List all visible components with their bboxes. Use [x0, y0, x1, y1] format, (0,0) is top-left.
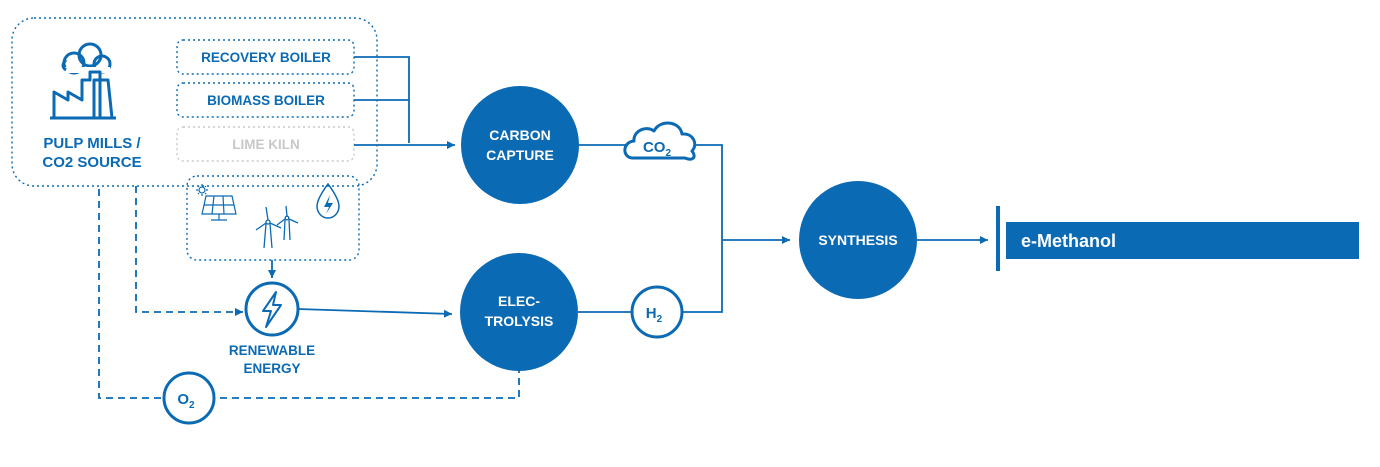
carbon-capture-label-line2: CAPTURE [486, 147, 554, 163]
renewable-energy-label-line1: RENEWABLE [229, 343, 315, 358]
o2-node [162, 371, 216, 425]
electrolysis-label-line1: ELEC- [498, 293, 540, 309]
flow-o2-return-left [98, 186, 161, 399]
biomass-boiler-label: BIOMASS BOILER [207, 93, 325, 108]
co2-label: CO2 [643, 139, 672, 159]
h2-node [630, 285, 684, 339]
lime-kiln-box [176, 126, 355, 162]
factory-icon [50, 42, 116, 120]
co2-cloud-node [623, 121, 697, 161]
wind-turbine-icon [255, 205, 299, 249]
renewable-sources-group [186, 175, 360, 261]
carbon-capture-node [461, 86, 579, 204]
h2-label: H2 [646, 305, 663, 325]
synthesis-label: SYNTHESIS [818, 232, 897, 248]
flow-h2-to-synthesis [682, 240, 723, 313]
electrolysis-node [460, 253, 578, 371]
flow-renewable-to-electrolysis [297, 308, 453, 318]
synthesis-node [799, 181, 917, 299]
renewable-energy-label-line2: ENERGY [243, 361, 300, 376]
renewable-energy-node [244, 281, 300, 337]
flow-o2-return-right [217, 366, 520, 399]
source-title-line2: CO2 SOURCE [42, 154, 141, 171]
hydro-drop-icon [316, 182, 340, 219]
e-methanol-label: e-Methanol [1021, 231, 1116, 251]
lime-kiln-label: LIME KILN [232, 137, 300, 152]
boiler-flow-lines [354, 56, 410, 143]
flow-source-to-renewable [135, 186, 243, 316]
carbon-capture-label-line1: CARBON [489, 127, 550, 143]
e-methanol-output-bar [1006, 222, 1359, 259]
o2-label: O2 [177, 391, 195, 411]
electrolysis-label-line2: TROLYSIS [485, 313, 554, 329]
source-title-line1: PULP MILLS / [43, 135, 141, 152]
output-marker-bar [996, 206, 1000, 271]
flow-co2-to-synthesis [694, 144, 723, 240]
recovery-boiler-label: RECOVERY BOILER [201, 50, 331, 65]
lightning-bolt-icon [262, 291, 282, 328]
solar-panel-icon [196, 184, 237, 221]
pulp-mill-group [11, 17, 378, 187]
